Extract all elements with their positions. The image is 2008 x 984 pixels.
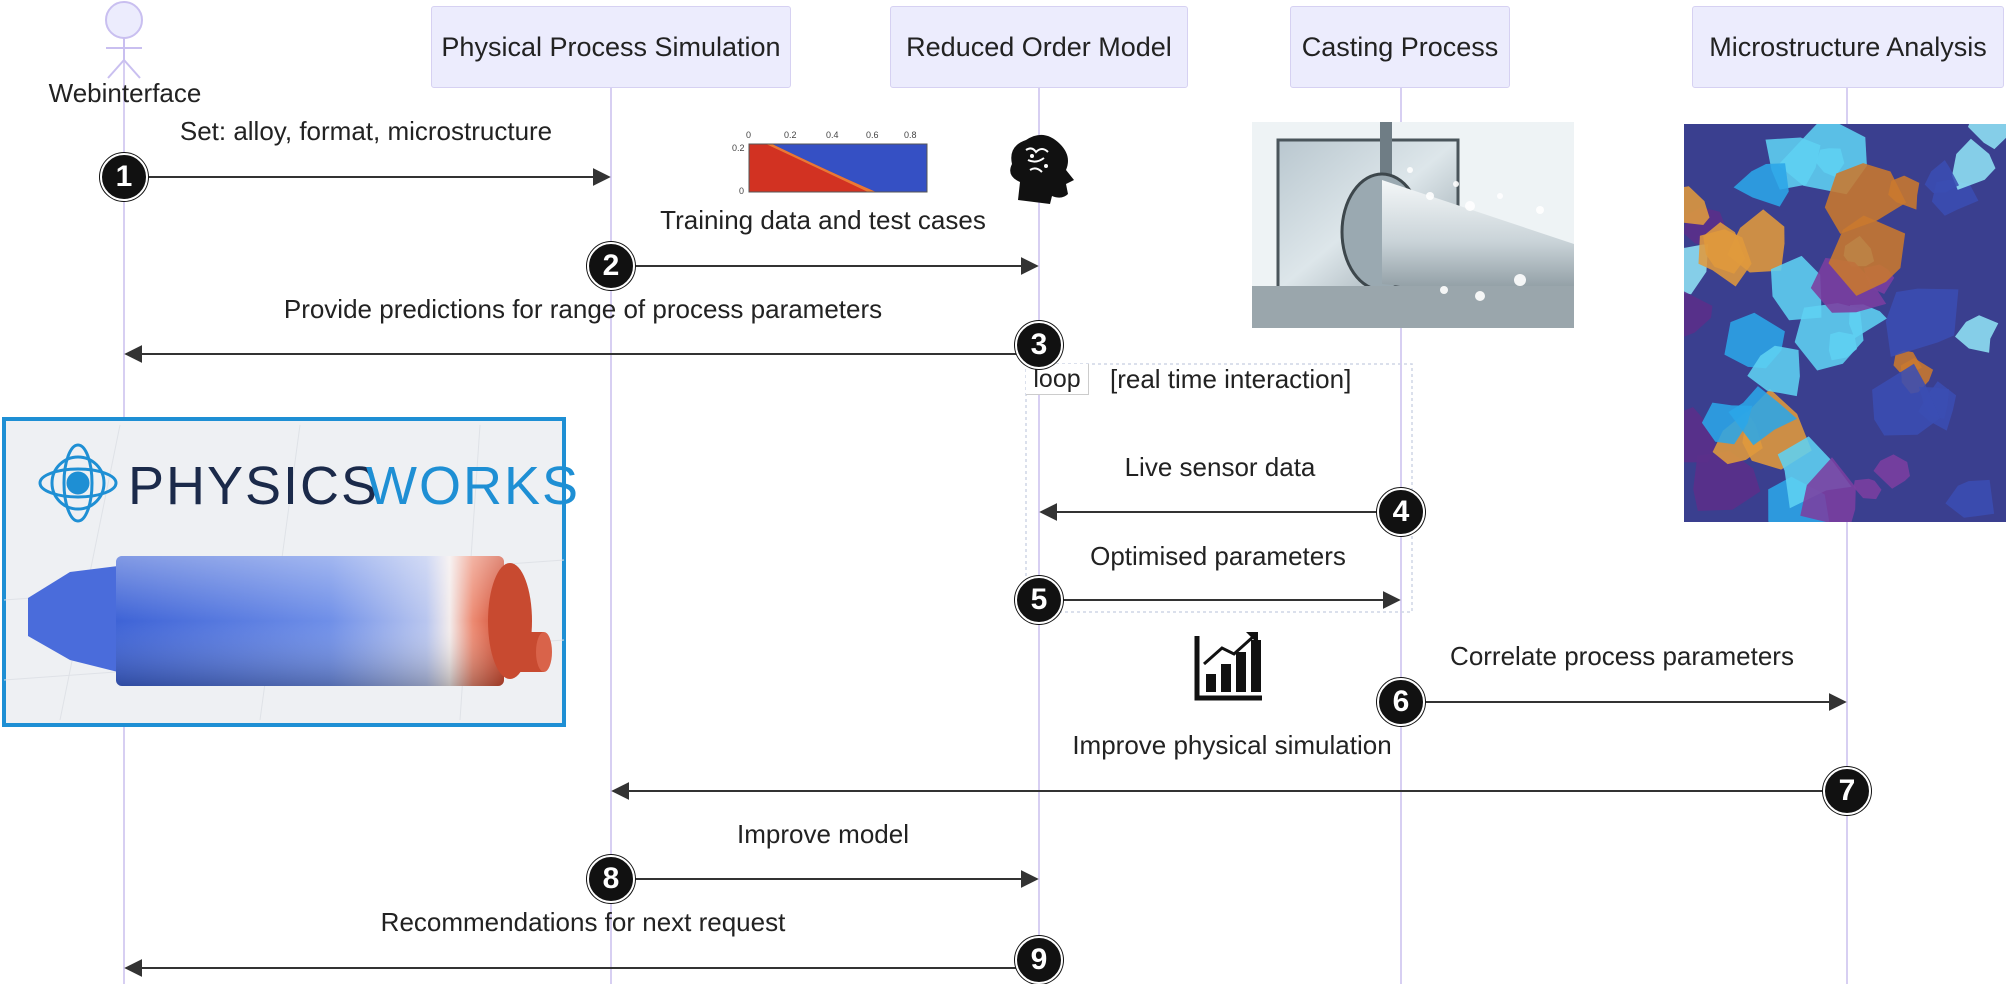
message-label: Optimised parameters <box>1090 541 1346 571</box>
grain <box>1885 288 1959 357</box>
participant-rom: Reduced Order Model <box>890 6 1188 88</box>
training-heatmap: 0 0.2 0.4 0.6 0.8 0.2 0 <box>732 130 928 196</box>
step-marker-8: 8 <box>587 855 635 903</box>
participant-label: Physical Process Simulation <box>441 31 781 62</box>
message-arrows <box>124 168 1847 977</box>
mini-xtick: 0.2 <box>784 130 797 140</box>
grain <box>1800 457 1856 522</box>
grain <box>1747 345 1800 397</box>
loop-tag: loop <box>1026 364 1089 395</box>
step-marker-3: 3 <box>1015 321 1063 369</box>
grain <box>1701 402 1753 445</box>
participant-physical-sim: Physical Process Simulation <box>431 6 791 88</box>
mini-ytick: 0.2 <box>732 143 745 153</box>
grain <box>1684 186 1710 225</box>
logo-text-physics: PHYSICS <box>128 456 379 516</box>
step-marker-4: 4 <box>1377 488 1425 536</box>
step-marker-9: 9 <box>1015 936 1063 984</box>
message-label: Training data and test cases <box>660 205 986 235</box>
message-label: Provide predictions for range of process… <box>283 294 883 324</box>
participant-label: Reduced Order Model <box>906 31 1172 62</box>
loop-condition: [real time interaction] <box>1110 364 1352 394</box>
mini-xtick: 0.6 <box>866 130 879 140</box>
grain <box>1728 386 1797 446</box>
grain <box>1952 138 1996 190</box>
casting-photo <box>1252 122 1574 328</box>
participant-label: Microstructure Analysis <box>1709 31 1987 62</box>
grain <box>1824 163 1907 234</box>
grain <box>1828 215 1906 296</box>
grain <box>1693 451 1761 511</box>
physicsworks-panel <box>2 417 566 727</box>
grain <box>1955 315 1999 353</box>
mini-xtick: 0 <box>746 130 751 140</box>
grain <box>1924 160 1959 193</box>
message-label: Improve physical simulation <box>1072 730 1392 760</box>
message-label: Correlate process parameters <box>1450 641 1794 671</box>
actor-icon <box>105 1 143 79</box>
step-marker-7: 7 <box>1823 767 1871 815</box>
loop-frame <box>1025 363 1413 613</box>
grain <box>1872 363 1941 436</box>
grain <box>1684 407 1717 463</box>
message-label: Set: alloy, format, microstructure <box>179 116 553 146</box>
grain <box>1703 222 1746 274</box>
mini-ytick: 0 <box>739 186 744 196</box>
grain <box>1777 436 1852 509</box>
message-label: Live sensor data <box>1124 452 1316 482</box>
participant-microstructure: Microstructure Analysis <box>1692 6 2004 88</box>
grain <box>1873 454 1910 489</box>
grain <box>1968 124 2006 150</box>
step-marker-2: 2 <box>587 242 635 290</box>
grain <box>1684 291 1713 337</box>
cylinder-simulation <box>28 556 552 686</box>
mini-xtick: 0.8 <box>904 130 917 140</box>
participant-label: Casting Process <box>1301 31 1499 62</box>
message-label: Improve model <box>737 819 909 849</box>
microstructure-image <box>1684 124 2006 522</box>
grain <box>1853 478 1882 500</box>
message-label: Recommendations for next request <box>380 907 786 937</box>
logo-text-works: WORKS <box>366 456 580 516</box>
grain <box>1733 163 1789 207</box>
step-marker-6: 6 <box>1377 678 1425 726</box>
step-marker-1: 1 <box>100 153 148 201</box>
growth-chart-icon <box>1194 632 1262 701</box>
grain <box>1794 303 1864 371</box>
physicsworks-logo-mark <box>38 443 118 523</box>
mini-xtick: 0.4 <box>826 130 839 140</box>
actor-label-webinterface: Webinterface <box>48 78 202 108</box>
brain-head-icon <box>1010 134 1074 204</box>
participant-casting: Casting Process <box>1290 6 1510 88</box>
grain <box>1770 255 1822 321</box>
step-marker-5: 5 <box>1015 576 1063 624</box>
grain <box>1945 479 1995 518</box>
